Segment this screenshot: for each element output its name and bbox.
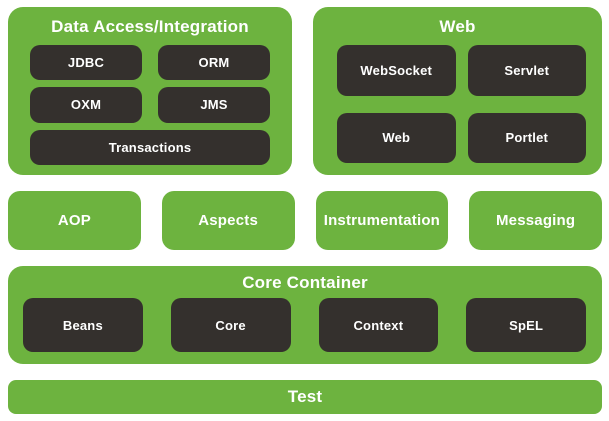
module-web: Web [337, 112, 456, 163]
module-core: Core [170, 298, 291, 352]
panel-title-data-access-integration: Data Access/Integration [51, 17, 249, 36]
data-access-module-grid: JDBC ORM OXM JMS Transactions [8, 43, 292, 175]
module-messaging: Messaging [469, 191, 602, 250]
panel-test: Test [8, 380, 602, 414]
web-module-grid: WebSocket Servlet Web Portlet [313, 43, 602, 175]
module-portlet: Portlet [467, 112, 586, 163]
panel-core-container: Core Container Beans Core Context SpEL [8, 266, 602, 364]
module-jdbc: JDBC [30, 45, 142, 81]
panel-data-access-integration: Data Access/Integration JDBC ORM OXM JMS… [8, 7, 292, 175]
module-servlet: Servlet [467, 45, 586, 96]
core-module-grid: Beans Core Context SpEL [8, 297, 602, 364]
module-beans: Beans [23, 298, 143, 352]
module-websocket: WebSocket [337, 45, 456, 96]
panel-title-web: Web [439, 17, 476, 36]
diagram-content: Data Access/Integration JDBC ORM OXM JMS… [8, 7, 602, 414]
module-jms: JMS [158, 87, 270, 123]
panel-web: Web WebSocket Servlet Web Portlet [313, 7, 602, 175]
module-context: Context [318, 298, 439, 352]
panel-title-core-container: Core Container [242, 273, 368, 292]
module-orm: ORM [158, 45, 270, 81]
module-aspects: Aspects [161, 191, 295, 250]
middle-row: AOP Aspects Instrumentation Messaging [8, 191, 602, 250]
module-aop: AOP [8, 191, 141, 250]
panel-title-test: Test [287, 387, 323, 406]
module-spel: SpEL [466, 298, 586, 352]
top-row: Data Access/Integration JDBC ORM OXM JMS… [8, 7, 602, 175]
module-oxm: OXM [30, 87, 142, 123]
module-transactions: Transactions [30, 129, 270, 165]
module-instrumentation: Instrumentation [315, 191, 449, 250]
